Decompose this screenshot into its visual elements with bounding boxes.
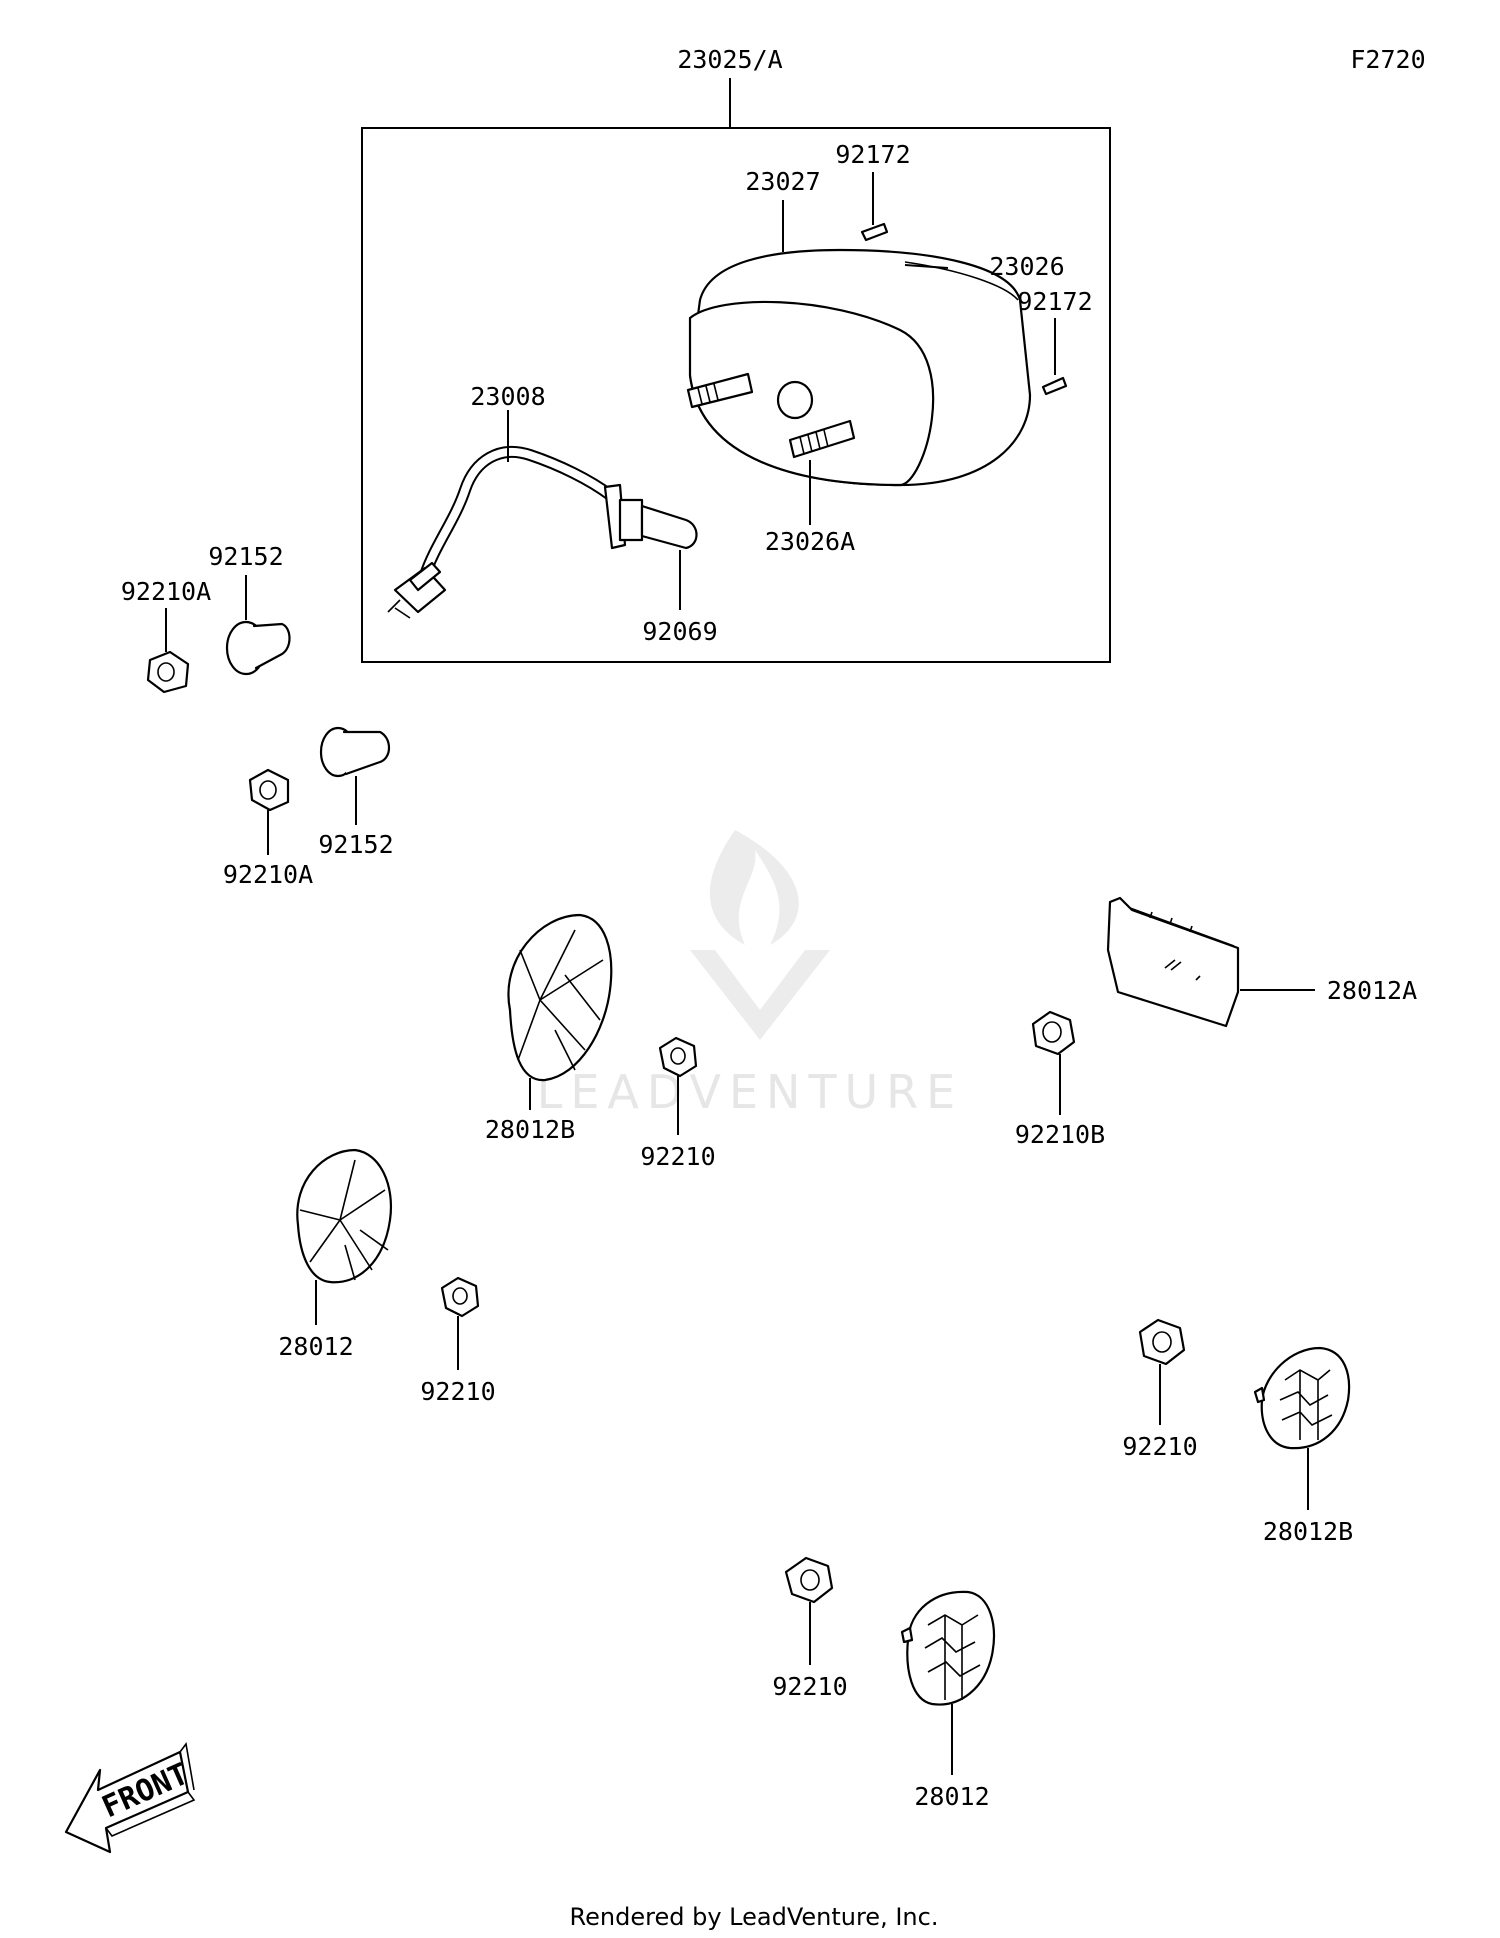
reflector-28012-bottom[interactable]: 28012 <box>900 1590 996 1811</box>
nut-92210b[interactable]: 92210B <box>1015 1010 1105 1149</box>
nut-92210-right[interactable]: 92210 <box>1122 1318 1198 1461</box>
label-92210-left[interactable]: 92210 <box>420 1377 495 1406</box>
watermark-text: LEADVENTURE <box>537 1065 964 1119</box>
label-23025-a[interactable]: 23025/A <box>677 45 782 74</box>
tail-light-housing[interactable] <box>686 248 1032 487</box>
screw-right[interactable]: 92172 <box>1017 287 1093 396</box>
figure-code: F2720 <box>1350 45 1425 74</box>
reflector-28012b-right[interactable]: 28012B <box>1253 1346 1353 1546</box>
socket-cord[interactable]: 23008 <box>387 382 698 619</box>
label-28012b-right[interactable]: 28012B <box>1263 1517 1353 1546</box>
label-92210b[interactable]: 92210B <box>1015 1120 1105 1149</box>
label-92069[interactable]: 92069 <box>642 617 717 646</box>
stud-upper <box>686 372 754 409</box>
label-28012-left[interactable]: 28012 <box>278 1332 353 1361</box>
label-92210a-upper[interactable]: 92210A <box>121 577 211 606</box>
label-28012b-upper[interactable]: 28012B <box>485 1115 575 1144</box>
label-92172-right[interactable]: 92172 <box>1017 287 1092 316</box>
nut-92210-left[interactable]: 92210 <box>420 1276 496 1406</box>
label-28012-bottom[interactable]: 28012 <box>914 1782 989 1811</box>
label-92210-right[interactable]: 92210 <box>1122 1432 1197 1461</box>
label-23008[interactable]: 23008 <box>470 382 545 411</box>
nut-92210-upper[interactable]: 92210 <box>640 1036 716 1171</box>
label-23026a[interactable]: 23026A <box>765 527 855 556</box>
collar-upper[interactable]: 92152 <box>208 542 291 676</box>
nut-92210-bottom[interactable]: 92210 <box>772 1556 848 1701</box>
collar-lower[interactable]: 92152 <box>318 726 394 859</box>
reflector-28012a[interactable]: 28012A <box>1106 896 1417 1028</box>
screw-upper[interactable]: 92172 <box>835 140 911 242</box>
label-23026[interactable]: 23026 <box>989 252 1064 281</box>
stud-lower <box>788 419 856 459</box>
reflector-28012-left[interactable]: 28012 <box>278 1148 393 1361</box>
reflector-28012b-upper[interactable]: 28012B <box>485 913 613 1144</box>
label-92210-upper[interactable]: 92210 <box>640 1142 715 1171</box>
label-23027[interactable]: 23027 <box>745 167 820 196</box>
label-92152-upper[interactable]: 92152 <box>208 542 283 571</box>
front-direction-arrow: FRONT <box>64 1742 196 1854</box>
nut-92210a-lower[interactable]: 92210A <box>223 768 313 889</box>
label-92172-upper[interactable]: 92172 <box>835 140 910 169</box>
label-92152-lower[interactable]: 92152 <box>318 830 393 859</box>
label-92210-bottom[interactable]: 92210 <box>772 1672 847 1701</box>
leadventure-watermark: LEADVENTURE <box>537 830 964 1119</box>
tail-light-assembly-box: 23025/A <box>361 45 1111 663</box>
footer-credit: Rendered by LeadVenture, Inc. <box>570 1903 939 1931</box>
nut-92210a-upper[interactable]: 92210A <box>121 577 211 694</box>
label-92210a-lower[interactable]: 92210A <box>223 860 313 889</box>
label-28012a[interactable]: 28012A <box>1327 976 1417 1005</box>
